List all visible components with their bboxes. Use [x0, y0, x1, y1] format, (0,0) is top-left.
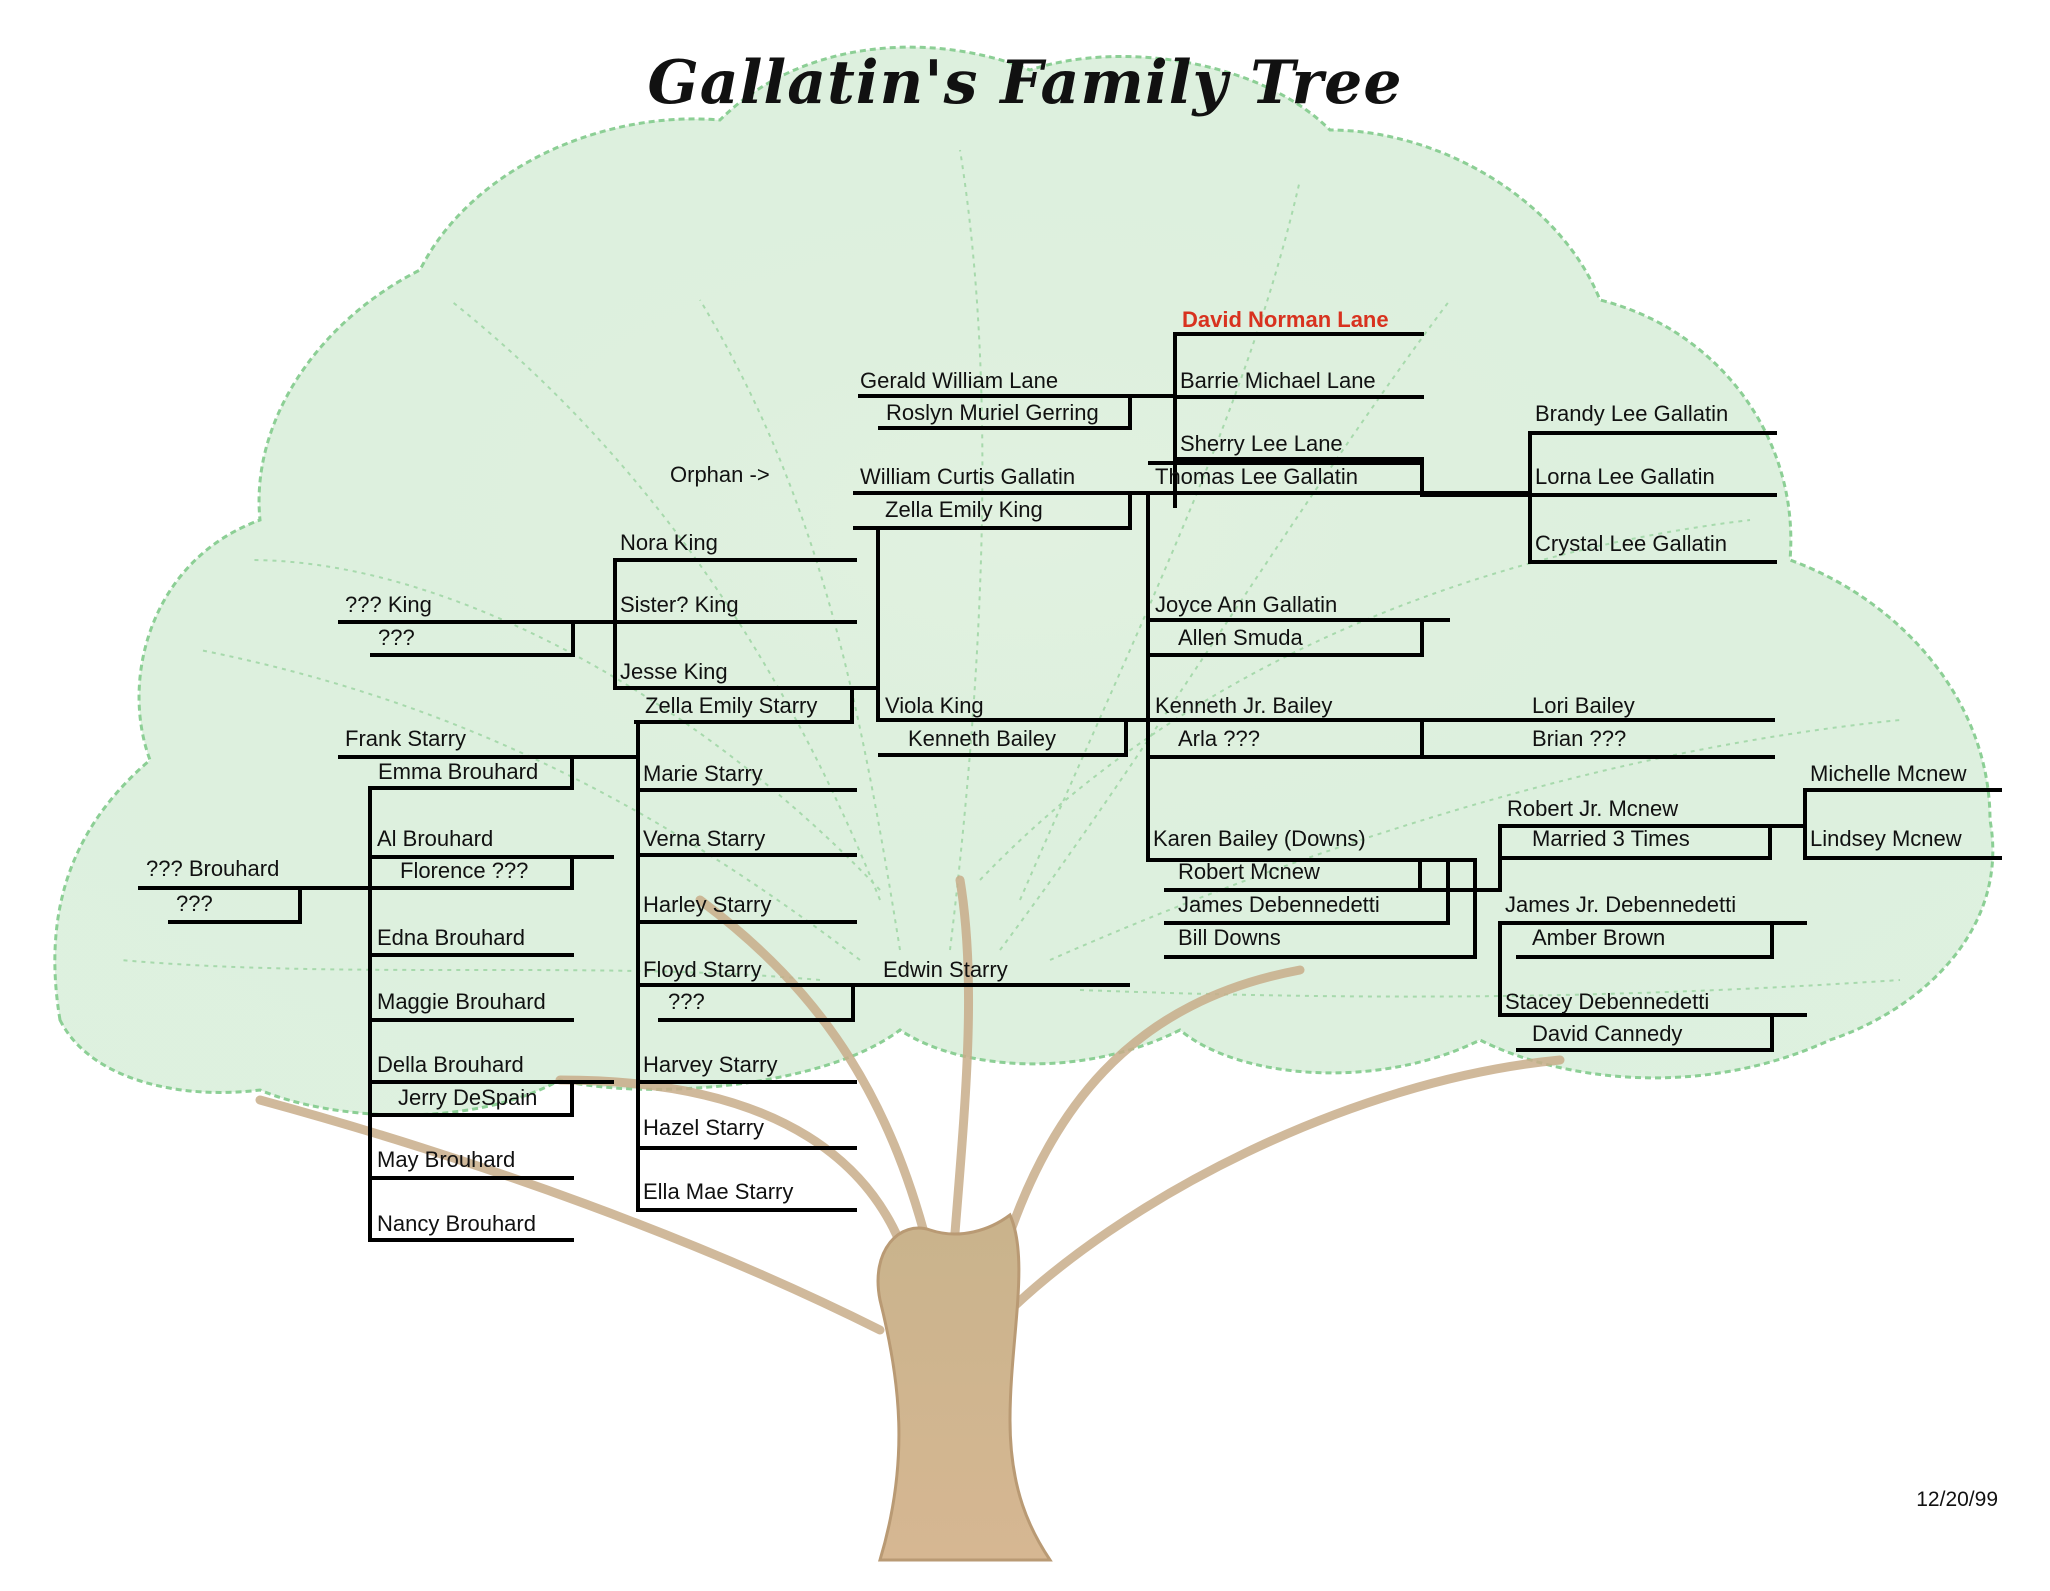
person-roslyn-muriel-gerring: Roslyn Muriel Gerring — [886, 400, 1099, 425]
connector-gerald-roslyn — [858, 394, 1177, 430]
person-ella-mae-starry: Ella Mae Starry — [643, 1179, 794, 1204]
connector-thomas-children — [1528, 431, 1777, 564]
connector-robert-jr — [1418, 824, 1807, 892]
person-hazel-starry: Hazel Starry — [643, 1115, 765, 1140]
connector-mcnew-children — [1803, 788, 2002, 860]
person-della-brouhard: Della Brouhard — [377, 1052, 524, 1077]
page-title: Gallatin's Family Tree — [647, 48, 1403, 118]
person-harley-starry: Harley Starry — [643, 892, 772, 917]
person-james-jr-debennedetti: James Jr. Debennedetti — [1505, 892, 1737, 917]
connector-william-children — [1146, 491, 1450, 862]
connector-gallatin-main — [853, 491, 1532, 530]
person-unknown-brouhard: ??? Brouhard — [146, 856, 280, 881]
date-stamp: 12/20/99 — [1916, 1488, 1998, 1511]
person-edwin-starry: Edwin Starry — [883, 957, 1008, 982]
person-joyce-ann-gallatin: Joyce Ann Gallatin — [1155, 592, 1338, 617]
person-david-norman-lane: David Norman Lane — [1182, 307, 1389, 332]
person-maggie-brouhard: Maggie Brouhard — [377, 989, 546, 1014]
connector-lane-children — [1173, 332, 1424, 508]
connector-brouhard-children — [368, 786, 614, 1242]
person-florence: Florence ??? — [400, 858, 529, 883]
person-bill-downs: Bill Downs — [1178, 925, 1281, 950]
person-lindsey-mcnew: Lindsey Mcnew — [1810, 826, 1962, 851]
person-verna-starry: Verna Starry — [643, 826, 766, 851]
person-edna-brouhard: Edna Brouhard — [377, 925, 525, 950]
person-brandy-lee-gallatin: Brandy Lee Gallatin — [1535, 401, 1729, 426]
person-michelle-mcnew: Michelle Mcnew — [1810, 761, 1967, 786]
person-gerald-william-lane: Gerald William Lane — [860, 368, 1059, 393]
connector-frank-emma — [338, 755, 640, 790]
person-may-brouhard: May Brouhard — [377, 1147, 516, 1172]
connector-floyd-edwin — [636, 983, 1130, 1022]
person-harvey-starry: Harvey Starry — [643, 1052, 778, 1077]
person-karen-bailey-downs: Karen Bailey (Downs) — [1153, 826, 1366, 851]
person-zella-emily-king: Zella Emily King — [885, 497, 1043, 522]
person-kenneth-jr-bailey: Kenneth Jr. Bailey — [1155, 693, 1333, 718]
person-james-debennedetti: James Debennedetti — [1178, 892, 1380, 917]
person-unknown-brouhard-spouse: ??? — [176, 891, 213, 916]
person-frank-starry: Frank Starry — [345, 726, 467, 751]
person-kenneth-bailey: Kenneth Bailey — [908, 726, 1056, 751]
person-arla: Arla ??? — [1178, 726, 1260, 751]
person-married-3-times: Married 3 Times — [1532, 826, 1690, 851]
person-stacey-debennedetti: Stacey Debennedetti — [1505, 989, 1710, 1014]
connector-brouhard-parents — [138, 886, 372, 924]
person-jesse-king: Jesse King — [620, 659, 728, 684]
person-robert-mcnew: Robert Mcnew — [1178, 859, 1320, 884]
connector-debennedetti — [1498, 921, 1807, 1052]
person-emma-brouhard: Emma Brouhard — [378, 759, 539, 784]
connector-zella-viola — [876, 526, 1424, 722]
person-brian: Brian ??? — [1532, 726, 1627, 751]
person-thomas-lee-gallatin: Thomas Lee Gallatin — [1155, 464, 1358, 489]
person-nancy-brouhard: Nancy Brouhard — [377, 1211, 536, 1236]
tree-canopy — [53, 45, 1995, 1117]
person-unknown-king: ??? King — [345, 592, 432, 617]
person-lorna-lee-gallatin: Lorna Lee Gallatin — [1535, 464, 1715, 489]
person-allen-smuda: Allen Smuda — [1178, 625, 1303, 650]
person-nora-king: Nora King — [620, 530, 718, 555]
person-jerry-despain: Jerry DeSpain — [398, 1085, 538, 1110]
person-barrie-michael-lane: Barrie Michael Lane — [1180, 368, 1376, 393]
person-william-curtis-gallatin: William Curtis Gallatin — [860, 464, 1076, 489]
person-sherry-lee-lane: Sherry Lee Lane — [1180, 431, 1343, 456]
person-unknown-king-spouse: ??? — [378, 625, 415, 650]
tree-trunk — [876, 1212, 1053, 1562]
person-david-cannedy: David Cannedy — [1532, 1021, 1683, 1046]
person-viola-king: Viola King — [885, 693, 984, 718]
person-floyd-starry: Floyd Starry — [643, 957, 762, 982]
person-al-brouhard: Al Brouhard — [377, 826, 494, 851]
person-floyd-spouse: ??? — [668, 989, 705, 1014]
orphan-note: Orphan -> — [670, 462, 770, 487]
person-amber-brown: Amber Brown — [1532, 925, 1666, 950]
connector-king-parents — [338, 620, 617, 657]
person-robert-jr-mcnew: Robert Jr. Mcnew — [1507, 796, 1679, 821]
person-lori-bailey: Lori Bailey — [1532, 693, 1635, 718]
connector-starry-main — [634, 686, 854, 724]
person-sister-king: Sister? King — [620, 592, 739, 617]
person-crystal-lee-gallatin: Crystal Lee Gallatin — [1535, 531, 1727, 556]
connector-bailey — [878, 718, 1128, 757]
person-marie-starry: Marie Starry — [643, 761, 763, 786]
person-zella-emily-starry: Zella Emily Starry — [645, 693, 818, 718]
